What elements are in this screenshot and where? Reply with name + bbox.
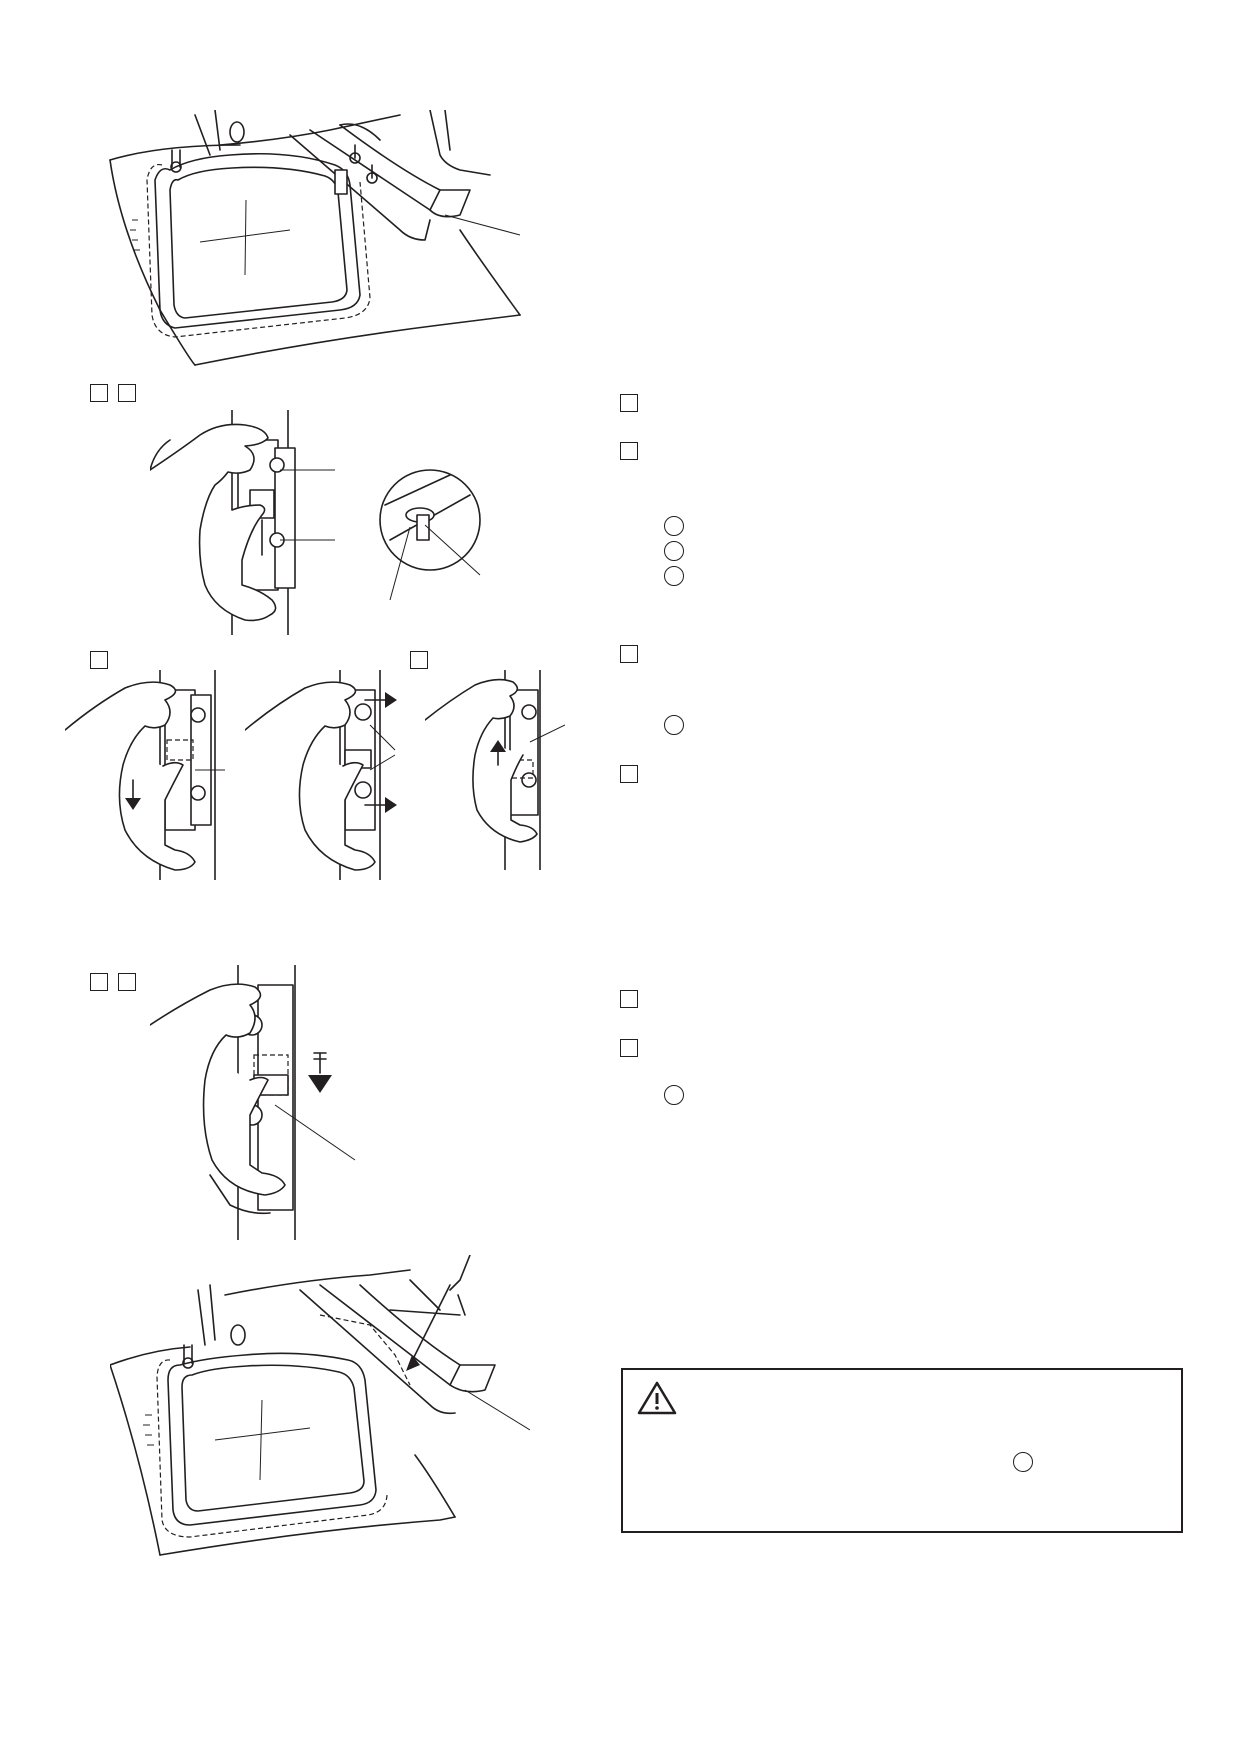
step-box (620, 1039, 638, 1057)
step-box (90, 973, 108, 991)
step-box (620, 645, 638, 663)
sub-step-circle (664, 715, 684, 735)
sub-step-circle (1013, 1452, 1033, 1472)
step-box (410, 651, 428, 669)
hoop-sliding-off-figure (245, 670, 420, 880)
sub-step-circle (664, 566, 684, 586)
warning-box (621, 1368, 1183, 1533)
step-box (620, 442, 638, 460)
warning-triangle-icon (637, 1380, 677, 1416)
step-box (620, 765, 638, 783)
step-box (90, 384, 108, 402)
step-box (118, 384, 136, 402)
pin-closeup-figure (370, 465, 500, 605)
step-box (620, 990, 638, 1008)
step-box (118, 973, 136, 991)
leader-lines (280, 460, 340, 550)
hoop-machine-top-figure (100, 110, 540, 370)
sub-step-circle (664, 541, 684, 561)
hand-pushing-lever-down-figure (65, 670, 235, 880)
step-box (90, 651, 108, 669)
sub-step-circle (664, 516, 684, 536)
hand-attaching-hoop-figure (150, 410, 350, 635)
hand-pushing-lever-up-figure (425, 670, 565, 870)
hand-pressing-lever-down-figure (150, 965, 370, 1240)
step-box (620, 394, 638, 412)
hoop-machine-bottom-figure (110, 1255, 530, 1560)
sub-step-circle (664, 1085, 684, 1105)
